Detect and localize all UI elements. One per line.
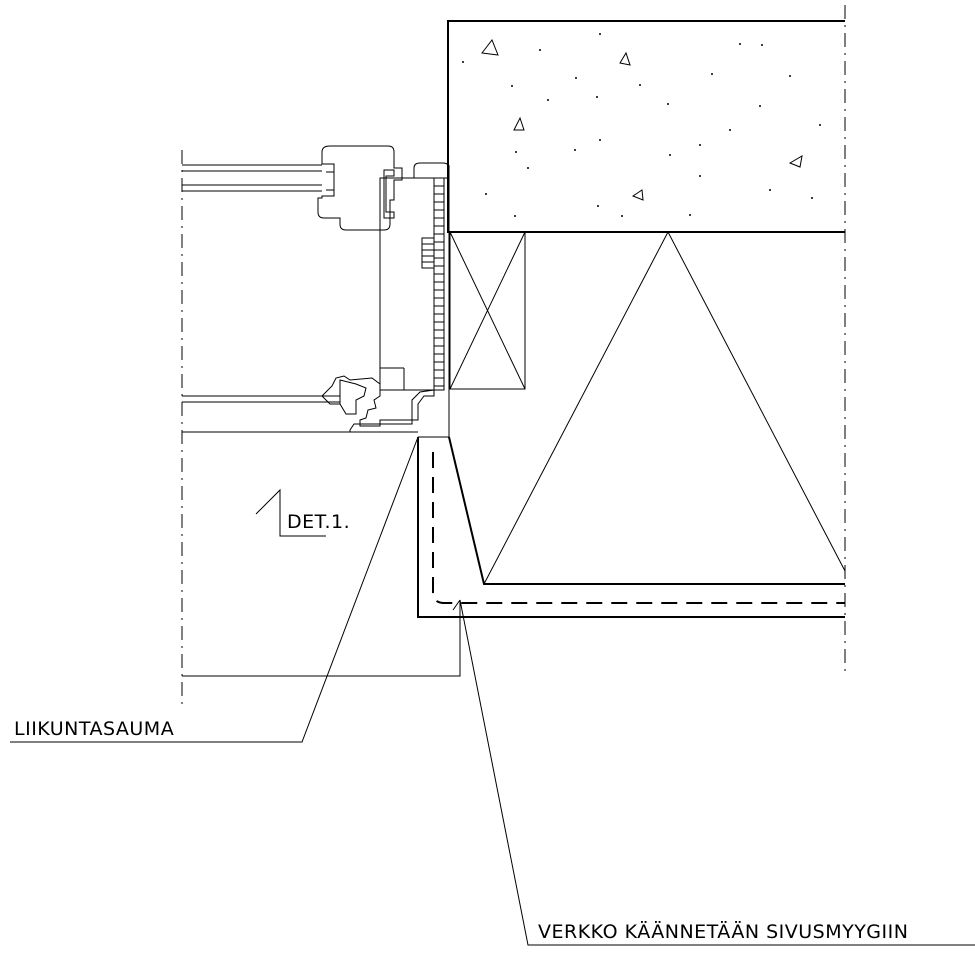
concrete-aggregate-marks	[462, 33, 821, 217]
detail-reference-label: DET.1.	[287, 511, 350, 533]
upper-glazing	[182, 164, 322, 192]
side-shim	[421, 237, 435, 269]
lintel-block	[449, 231, 526, 390]
edge-beam	[417, 436, 845, 618]
reinforcement-mesh	[432, 452, 845, 604]
insulation-triangle	[483, 231, 846, 585]
lower-sill-profile	[321, 375, 435, 432]
window-frame	[182, 145, 450, 437]
detail-reference: DET.1.	[255, 488, 350, 537]
mesh-note-callout: VERKKO KÄÄNNETÄÄN SIVUSMYYGIIN	[182, 599, 975, 946]
concrete-slab	[447, 20, 845, 233]
fixing-strip	[433, 177, 445, 391]
mesh-note-label: VERKKO KÄÄNNETÄÄN SIVUSMYYGIIN	[538, 920, 908, 943]
movement-joint-label: LIIKUNTASAUMA	[14, 718, 174, 740]
upper-sash-profile	[317, 145, 403, 231]
movement-joint-callout: LIIKUNTASAUMA	[10, 436, 419, 743]
